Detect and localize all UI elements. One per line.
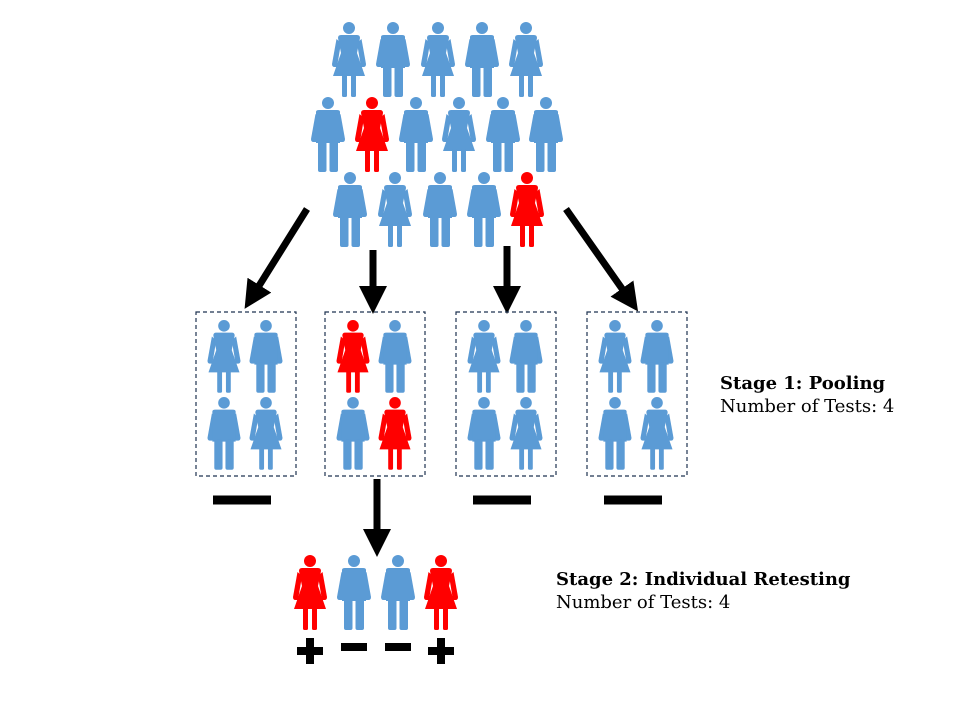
stage-2-title: Stage 2: Individual Retesting — [556, 569, 851, 590]
person-female-positive — [510, 172, 544, 247]
pool-1 — [195, 311, 297, 505]
person-male-negative — [399, 97, 433, 172]
pool-member-female-positive — [336, 320, 370, 393]
pool-member-female-negative — [467, 320, 501, 393]
arrow-to-pool-1 — [244, 207, 310, 309]
person-male-negative — [486, 97, 520, 172]
pool-member-male-negative — [207, 397, 241, 470]
person-female-negative — [442, 97, 476, 172]
negative-result-sign — [385, 643, 411, 651]
person-male-negative — [423, 172, 457, 247]
pool-member-female-negative — [640, 397, 674, 470]
pool-box — [455, 311, 557, 477]
arrow-to-pool-4 — [563, 206, 639, 312]
pool-member-male-negative — [336, 397, 370, 470]
pool-member-female-negative — [509, 397, 543, 470]
pool-box — [324, 311, 426, 477]
retest-person-female-positive — [424, 555, 458, 630]
pool-member-male-negative — [249, 320, 283, 393]
arrows-layer — [244, 206, 639, 557]
pool-box — [586, 311, 688, 477]
person-female-negative — [332, 22, 366, 97]
pool-member-female-negative — [598, 320, 632, 393]
person-male-negative — [467, 172, 501, 247]
person-female-negative — [378, 172, 412, 247]
retest-person-female-positive — [293, 555, 327, 630]
stage-1-label: Stage 1: Pooling Number of Tests: 4 — [720, 372, 894, 418]
negative-result-sign — [213, 495, 271, 505]
person-female-negative — [421, 22, 455, 97]
retest-person-male-negative — [381, 555, 415, 630]
person-male-negative — [529, 97, 563, 172]
pool-member-male-negative — [467, 397, 501, 470]
pool-3 — [455, 311, 557, 505]
stage-1-title: Stage 1: Pooling — [720, 373, 886, 394]
pool-2 — [324, 311, 426, 477]
person-male-negative — [376, 22, 410, 97]
pool-box — [195, 311, 297, 477]
population-group — [311, 22, 563, 247]
person-male-negative — [465, 22, 499, 97]
positive-result-sign — [428, 638, 454, 664]
negative-result-sign — [604, 495, 662, 505]
pools-layer — [195, 311, 688, 505]
pool-member-male-negative — [640, 320, 674, 393]
pool-member-female-negative — [207, 320, 241, 393]
retest-group — [293, 555, 458, 664]
person-male-negative — [311, 97, 345, 172]
person-male-negative — [333, 172, 367, 247]
negative-result-sign — [341, 643, 367, 651]
retest-person-male-negative — [337, 555, 371, 630]
pool-member-male-negative — [598, 397, 632, 470]
pool-member-male-negative — [509, 320, 543, 393]
pool-member-female-positive — [378, 397, 412, 470]
stage-2-label: Stage 2: Individual Retesting Number of … — [556, 568, 851, 614]
stage-2-count: Number of Tests: 4 — [556, 592, 731, 613]
person-female-positive — [355, 97, 389, 172]
stage-1-count: Number of Tests: 4 — [720, 396, 895, 417]
pool-member-male-negative — [378, 320, 412, 393]
positive-result-sign — [297, 638, 323, 664]
person-female-negative — [509, 22, 543, 97]
negative-result-sign — [473, 495, 531, 505]
pool-member-female-negative — [249, 397, 283, 470]
pool-4 — [586, 311, 688, 505]
